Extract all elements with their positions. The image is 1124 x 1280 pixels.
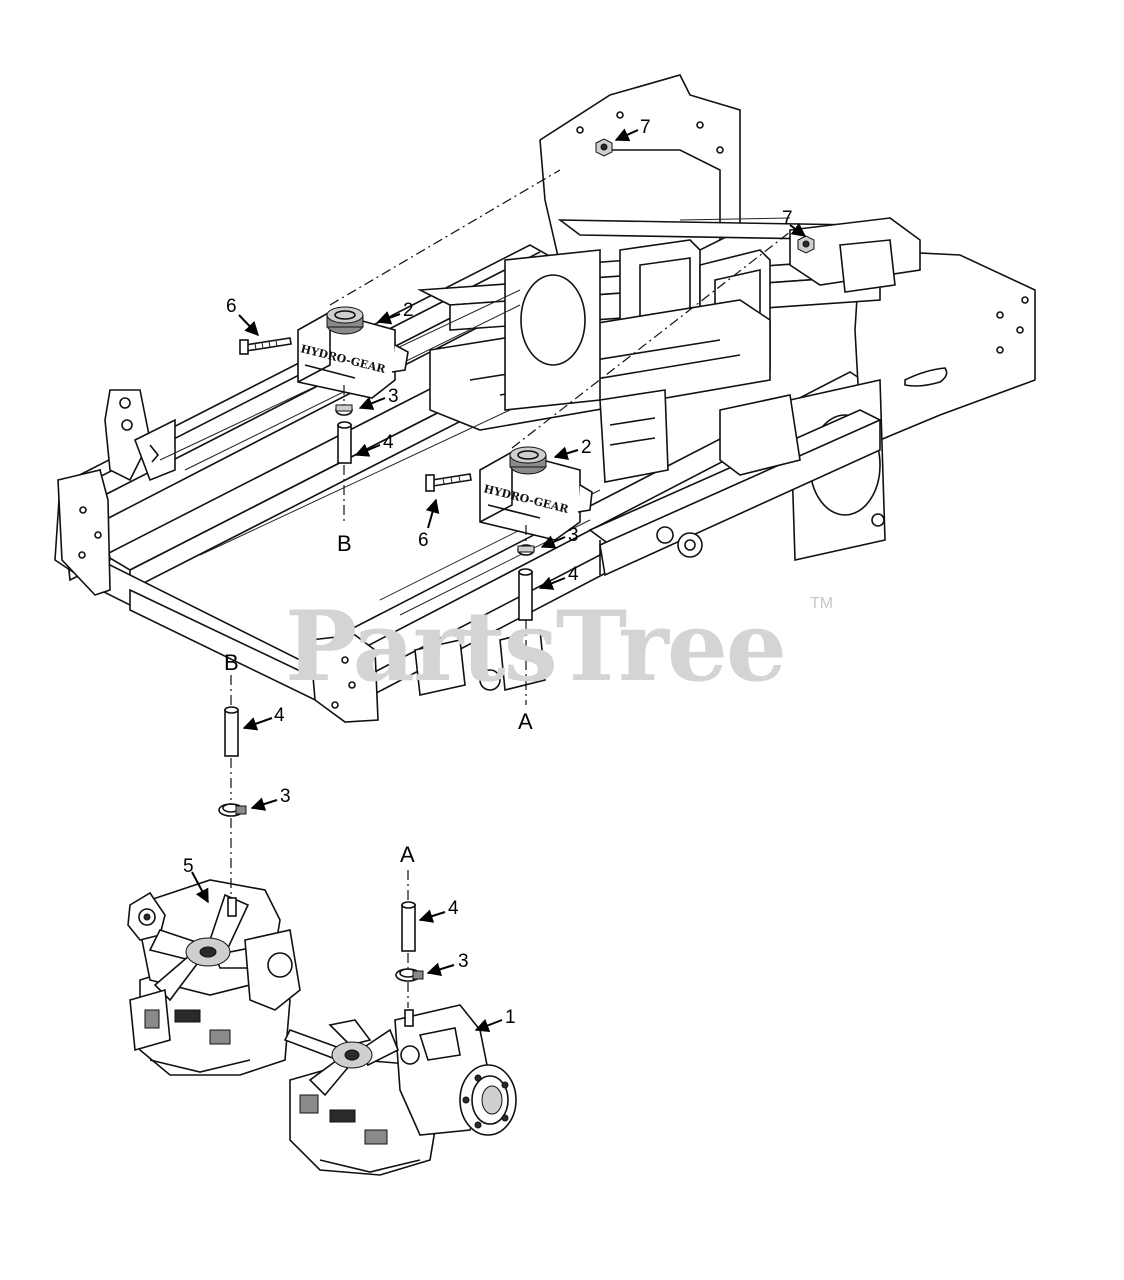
bolt-right: [425, 473, 472, 492]
callout-4-lower-a: 4: [448, 898, 459, 919]
callout-3-upper-left: 3: [388, 386, 399, 407]
centerlines: [230, 169, 791, 1008]
hose-lower-b: [224, 706, 239, 757]
callout-3-lower-a: 3: [458, 951, 469, 972]
bolt-left: [239, 337, 292, 355]
clamp-upper-right: [517, 544, 535, 556]
watermark-trademark: TM: [810, 595, 833, 612]
connector-b-top: B: [337, 531, 352, 556]
callout-3-upper-right: 3: [568, 525, 579, 546]
hose-lower-a: [401, 901, 416, 952]
callout-2-left: 2: [403, 300, 414, 321]
watermark-brand: PartsTree: [285, 590, 785, 703]
transaxle-left: [127, 879, 301, 1076]
callout-1: 1: [505, 1007, 516, 1028]
clamp-lower-a: [395, 968, 424, 982]
nut-top: [595, 138, 613, 157]
mower-frame: [54, 74, 1036, 723]
clamp-lower-b: [218, 803, 247, 817]
hose-upper-left: [337, 421, 352, 464]
leader-arrows: [191, 128, 807, 1033]
callout-3-lower-b: 3: [280, 786, 291, 807]
connector-a-bottom: A: [400, 842, 415, 867]
callout-5: 5: [183, 856, 194, 877]
callout-2-right: 2: [581, 437, 592, 458]
callout-4-upper-right: 4: [568, 564, 579, 585]
connector-b-bottom: B: [224, 650, 239, 675]
callout-7-right: 7: [782, 208, 793, 229]
transaxle-right: [283, 1004, 517, 1176]
callout-6-left: 6: [226, 296, 237, 317]
callout-7-top: 7: [640, 117, 651, 138]
nut-right: [797, 235, 815, 254]
connector-a-top: A: [518, 709, 533, 734]
reservoir-left: HYDRO-GEAR: [297, 306, 409, 399]
callout-4-lower-b: 4: [274, 705, 285, 726]
clamp-upper-left: [335, 404, 353, 416]
callout-6-right: 6: [418, 530, 429, 551]
callout-4-upper-left: 4: [383, 432, 394, 453]
reservoir-right: HYDRO-GEAR: [479, 446, 593, 541]
